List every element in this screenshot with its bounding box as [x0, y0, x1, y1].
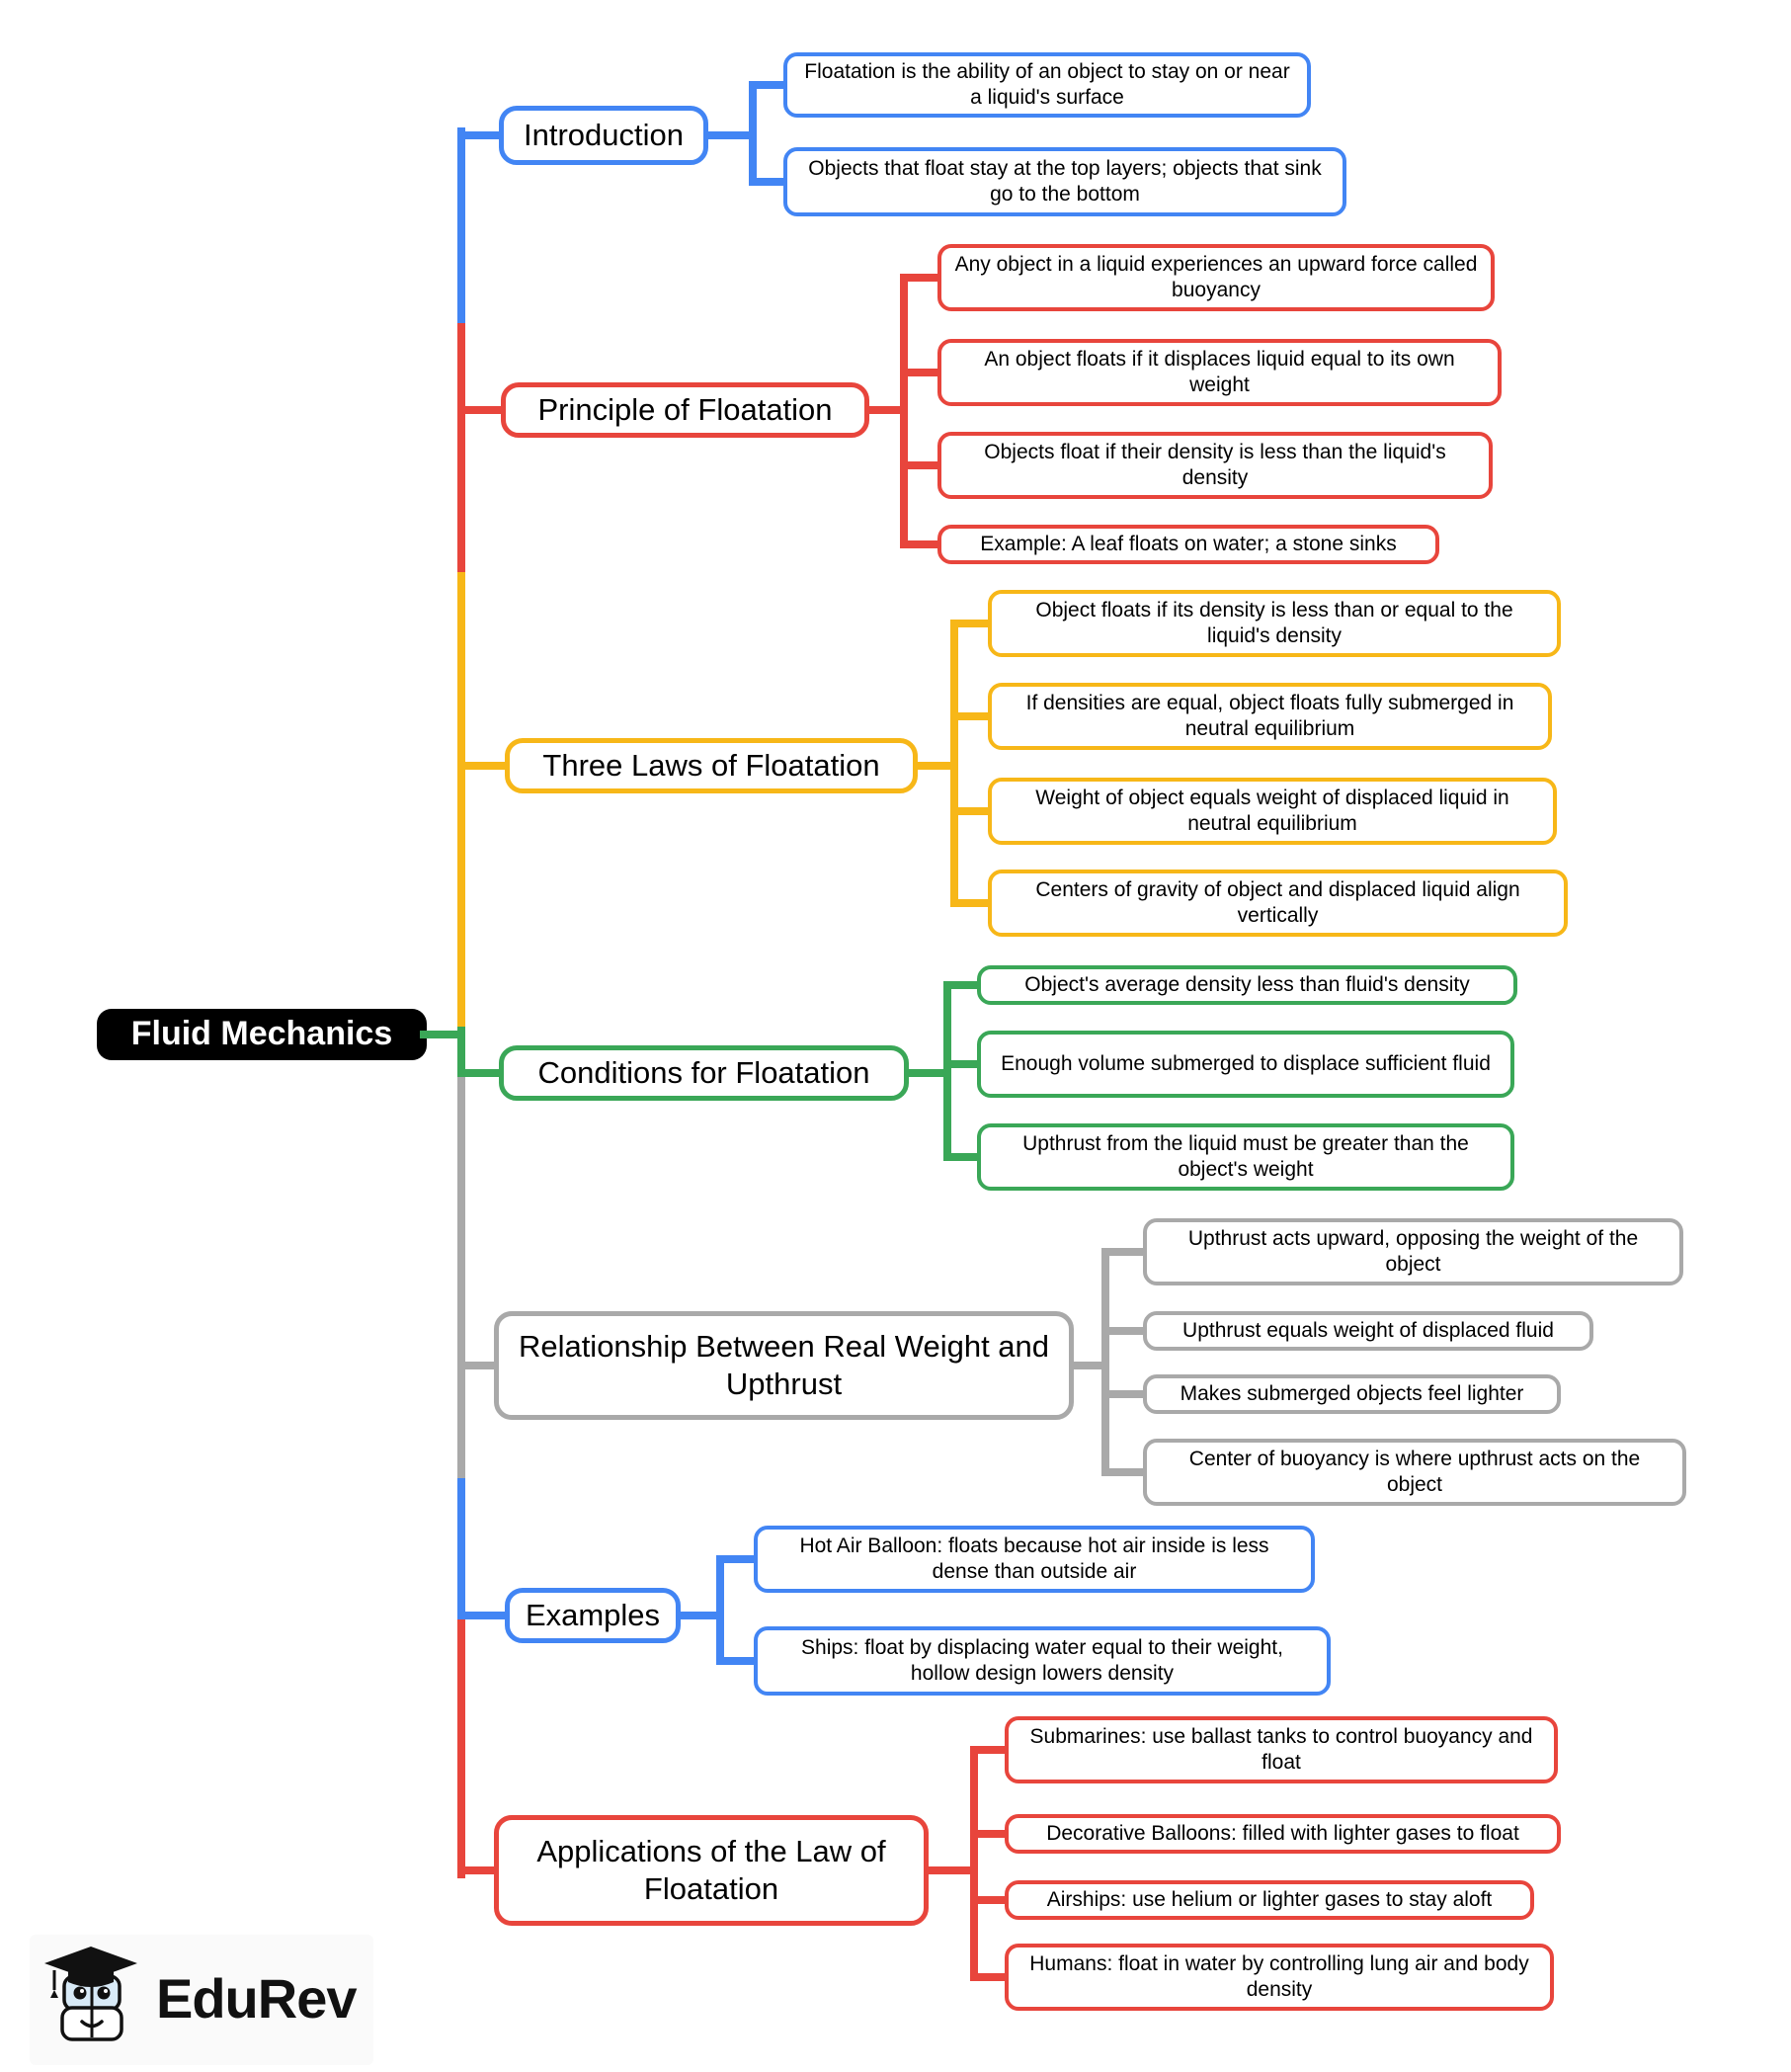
connector-line: [457, 131, 503, 139]
connector-line: [970, 1746, 978, 1981]
connector-line: [749, 81, 787, 89]
branch-node: Applications of the Law of Floatation: [494, 1815, 929, 1926]
edurev-logo: EduRev: [41, 1945, 357, 2051]
leaf-node: Submarines: use ballast tanks to control…: [1005, 1716, 1558, 1783]
connector-line: [1101, 1390, 1147, 1398]
branch-node: Three Laws of Floatation: [505, 738, 918, 793]
edurev-logo-text: EduRev: [156, 1966, 357, 2030]
connector-line: [943, 1153, 981, 1161]
branch-node: Principle of Floatation: [501, 382, 869, 438]
connector-line: [950, 620, 958, 907]
leaf-node: Any object in a liquid experiences an up…: [937, 244, 1495, 311]
connector-line: [943, 1060, 981, 1068]
leaf-node: Airships: use helium or lighter gases to…: [1005, 1880, 1534, 1920]
connector-line: [1101, 1468, 1147, 1476]
connector-line: [457, 1362, 498, 1369]
branch-node: Examples: [505, 1588, 681, 1643]
connector-line: [749, 178, 787, 186]
connector-line: [457, 127, 465, 335]
connector-line: [457, 1612, 509, 1619]
connector-line: [457, 572, 465, 1042]
branch-node: Relationship Between Real Weight and Upt…: [494, 1311, 1074, 1420]
connector-line: [457, 406, 505, 414]
leaf-node: Objects that float stay at the top layer…: [783, 147, 1346, 216]
connector-line: [457, 762, 509, 770]
connector-line: [970, 1830, 1009, 1838]
connector-line: [457, 323, 465, 584]
connector-line: [704, 131, 757, 139]
leaf-node: Weight of object equals weight of displa…: [988, 778, 1557, 845]
connector-line: [950, 899, 992, 907]
connector-line: [905, 1069, 951, 1077]
leaf-node: Makes submerged objects feel lighter: [1143, 1374, 1561, 1414]
connector-line: [900, 274, 908, 548]
leaf-node: An object floats if it displaces liquid …: [937, 339, 1502, 406]
connector-line: [716, 1657, 758, 1665]
connector-line: [900, 461, 941, 469]
connector-line: [914, 762, 958, 770]
connector-line: [900, 274, 941, 282]
leaf-node: Center of buoyancy is where upthrust act…: [1143, 1439, 1686, 1506]
connector-line: [950, 712, 992, 720]
connector-line: [457, 1069, 465, 1490]
leaf-node: Upthrust acts upward, opposing the weigh…: [1143, 1218, 1683, 1285]
connector-line: [716, 1555, 724, 1665]
connector-line: [677, 1612, 724, 1619]
connector-line: [950, 620, 992, 627]
connector-line: [457, 1612, 465, 1878]
connector-line: [900, 369, 941, 376]
leaf-node: Example: A leaf floats on water; a stone…: [937, 525, 1439, 564]
leaf-node: Ships: float by displacing water equal t…: [754, 1626, 1331, 1696]
connector-line: [457, 1027, 465, 1081]
leaf-node: If densities are equal, object floats fu…: [988, 683, 1552, 750]
connector-line: [950, 807, 992, 815]
connector-line: [1101, 1248, 1109, 1476]
connector-line: [900, 540, 941, 548]
connector-line: [970, 1896, 1009, 1904]
leaf-node: Upthrust equals weight of displaced flui…: [1143, 1311, 1593, 1351]
leaf-node: Centers of gravity of object and displac…: [988, 870, 1568, 937]
connector-line: [749, 81, 757, 186]
connector-line: [457, 1478, 465, 1623]
leaf-node: Object floats if its density is less tha…: [988, 590, 1561, 657]
connector-line: [457, 1866, 498, 1874]
edurev-mascot-icon: [41, 1945, 140, 2051]
connector-line: [457, 1069, 503, 1077]
branch-node: Conditions for Floatation: [499, 1045, 909, 1101]
leaf-node: Objects float if their density is less t…: [937, 432, 1493, 499]
leaf-node: Upthrust from the liquid must be greater…: [977, 1123, 1514, 1191]
leaf-node: Floatation is the ability of an object t…: [783, 52, 1311, 118]
connector-line: [925, 1866, 978, 1874]
root-node: Fluid Mechanics: [97, 1009, 427, 1060]
connector-line: [716, 1555, 758, 1563]
leaf-node: Object's average density less than fluid…: [977, 965, 1517, 1005]
connector-line: [420, 1031, 465, 1038]
leaf-node: Hot Air Balloon: floats because hot air …: [754, 1526, 1315, 1593]
connector-line: [970, 1746, 1009, 1754]
leaf-node: Humans: float in water by controlling lu…: [1005, 1944, 1554, 2011]
connector-line: [1101, 1327, 1147, 1335]
leaf-node: Decorative Balloons: filled with lighter…: [1005, 1814, 1561, 1854]
connector-line: [865, 406, 908, 414]
branch-node: Introduction: [499, 106, 708, 165]
connector-line: [943, 981, 981, 989]
connector-line: [1101, 1248, 1147, 1256]
connector-line: [943, 981, 951, 1161]
leaf-node: Enough volume submerged to displace suff…: [977, 1031, 1514, 1098]
connector-line: [1070, 1362, 1109, 1369]
connector-line: [970, 1973, 1009, 1981]
